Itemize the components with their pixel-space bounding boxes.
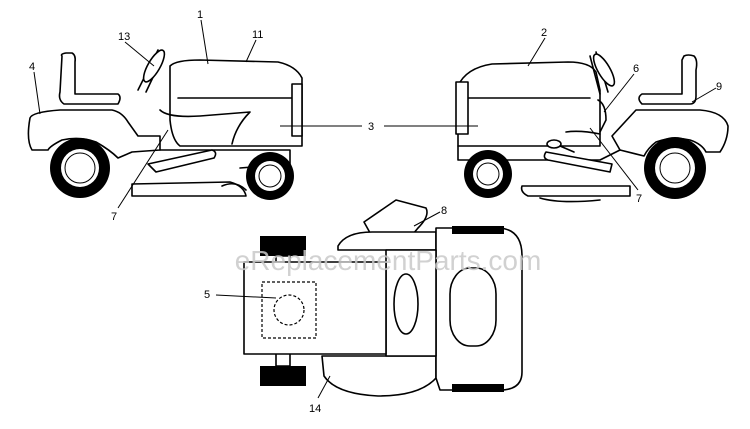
hood-right: [457, 61, 601, 147]
leader-1: [200, 19, 209, 65]
leader-8: [413, 211, 441, 227]
rear-wheel-rim-right: [655, 148, 695, 188]
seat-right: [638, 54, 698, 105]
leader-9: [691, 87, 717, 103]
callout-2: 2: [541, 27, 547, 39]
leader-4: [33, 71, 41, 115]
top-view-mower: [243, 199, 523, 397]
leader-7-right: [589, 127, 639, 191]
front-wheel-hub-right: [476, 162, 500, 186]
dash-panel-right: [597, 99, 607, 133]
frame-right: [457, 145, 621, 161]
leader-14: [317, 375, 331, 399]
leader-6: [603, 73, 635, 113]
callout-5: 5: [204, 289, 210, 301]
callout-14: 14: [309, 403, 321, 415]
leader-11: [245, 39, 257, 63]
headlight-right: [455, 81, 469, 135]
callout-3: 3: [368, 121, 374, 133]
rear-fender-left: [27, 109, 161, 159]
top-front-bumper-lower: [452, 384, 504, 392]
rear-wheel-rim-left: [61, 149, 99, 187]
callout-7-right: 7: [636, 193, 642, 205]
top-steering-wheel: [393, 273, 419, 335]
seat-left: [58, 52, 121, 105]
callout-11: 11: [252, 29, 263, 41]
callout-4: 4: [29, 61, 35, 73]
leader-13: [124, 41, 155, 67]
deck-side-lower: [321, 355, 437, 397]
deck-chute-right: [539, 197, 601, 203]
callout-7-left: 7: [111, 211, 117, 223]
headlight-left: [291, 83, 303, 137]
rear-wheel-hub-left: [64, 152, 96, 184]
leader-2: [527, 37, 546, 67]
lever-knob-right: [546, 139, 562, 149]
callout-9: 9: [716, 81, 722, 93]
right-side-view-mower: [455, 51, 729, 203]
callout-13: 13: [118, 31, 130, 43]
leader-lines: [33, 19, 717, 399]
leader-5: [215, 294, 277, 299]
top-front-bumper-upper: [452, 226, 504, 234]
callout-6: 6: [633, 63, 639, 75]
decal-5-circle: [273, 294, 305, 326]
rear-wheel-hub-right: [659, 152, 691, 184]
mower-deck-right: [520, 185, 631, 197]
front-wheel-hub-left: [258, 164, 282, 188]
side-panel-right: [565, 130, 601, 135]
mower-deck-left: [131, 181, 247, 197]
callout-1: 1: [197, 9, 203, 21]
decal-5-outline: [261, 281, 317, 339]
callout-8: 8: [441, 205, 447, 217]
side-panel-left: [159, 109, 251, 145]
top-rear-wheel-upper: [260, 236, 306, 256]
lift-lever-right: [559, 145, 575, 153]
watermark: eReplacementParts.com: [235, 245, 542, 276]
deck-chute-left: [221, 182, 247, 191]
foot-pedal-right: [543, 151, 613, 173]
steering-wheel-right: [592, 53, 616, 87]
hood-left: [169, 59, 303, 147]
top-rear-body: [243, 261, 387, 355]
left-side-view-mower: [27, 49, 303, 200]
rear-fender-right: [611, 109, 729, 157]
top-rear-wheel-lower: [260, 366, 306, 386]
top-hood-grill: [449, 267, 497, 347]
callout-labels: 1 13 11 4 3 7 2 6 9 7 8 5 14: [29, 9, 722, 415]
foot-pedal-left: [147, 149, 217, 173]
leader-7-left: [117, 129, 169, 209]
